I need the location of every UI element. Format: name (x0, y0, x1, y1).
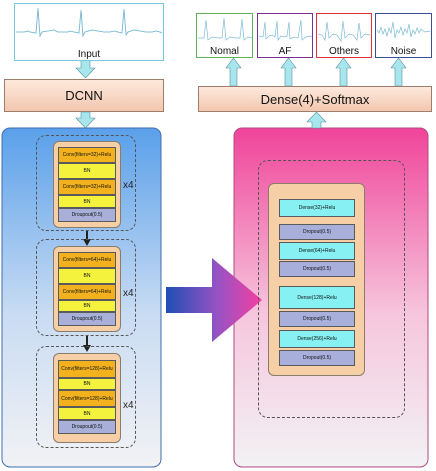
cnn-block-2-repeat: x4 (123, 288, 134, 299)
dense-dropout-2: Dropout(0.5) (279, 261, 355, 277)
cnn-block-2-group (36, 239, 136, 336)
cnn-block-1-bn1: BN (58, 163, 116, 179)
arrow-input-to-dcnn (75, 59, 96, 79)
dense-layer-256: Dense(256)+Relu (279, 330, 355, 348)
cnn-block-1-group (36, 135, 136, 231)
dcnn-banner: DCNN (4, 79, 164, 112)
cnn-block-1-conv1: Conv(filters=32)+Relu (58, 147, 116, 163)
dense-layer-128: Dense(128)+Relu (279, 286, 355, 309)
cnn-block-2-bn2: BN (58, 300, 116, 312)
cnn-block-3-group (36, 346, 136, 448)
cnn-block-2-conv2: Conv(filters=64)+Relu (58, 284, 116, 300)
arrow-to-nomal (225, 57, 242, 87)
output-label-others: Others (316, 46, 372, 58)
cnn-block-1-bn2: BN (58, 195, 116, 208)
cnn-block-1-dropout: Droupout(0.5) (58, 208, 116, 222)
output-label-noise: Noise (375, 46, 432, 58)
cnn-block-2-conv1: Conv(filters=64)+Relu (58, 252, 116, 268)
dense-softmax-banner: Dense(4)+Softmax (198, 86, 432, 112)
arrow-to-others (335, 57, 352, 87)
dense-dropout-3: Dropout(0.5) (279, 311, 355, 327)
cnn-block-1-conv2: Conv(filters=32)+Relu (58, 179, 116, 195)
output-label-af: AF (257, 46, 313, 58)
cnn-block-2-dropout: Droupout(0.5) (58, 312, 116, 326)
cnn-block-1-repeat: x4 (123, 180, 134, 191)
dense-dropout-4: Dropout(0.5) (279, 350, 355, 366)
cnn-block-3-bn1: BN (58, 378, 116, 390)
output-label-nomal: Nomal (196, 46, 253, 58)
cnn-block-3-dropout: Droupout(0.5) (58, 420, 116, 434)
cnn-block-3-bn2: BN (58, 407, 116, 420)
arrowhead-block1-to-block2 (83, 239, 91, 246)
dense-layer-64: Dense(64)+Relu (279, 242, 355, 260)
arrow-to-af (280, 57, 297, 87)
cnn-block-3-repeat: x4 (123, 400, 134, 411)
dense-layer-32: Dense(32)+Relu (279, 199, 355, 217)
arrow-to-noise (390, 57, 407, 87)
transition-arrow (166, 258, 262, 342)
cnn-block-3-conv1: Conv(filters=128)+Relu (58, 360, 116, 378)
cnn-block-3-conv2: Conv(filters=128)+Relu (58, 390, 116, 407)
arrow-dcnn-to-panel (75, 111, 96, 129)
dense-stack-group (258, 160, 405, 418)
dense-dropout-1: Dropout(0.5) (279, 224, 355, 240)
arrow-panel-to-dense-head (306, 111, 327, 129)
output-signals-overlay (16, 7, 431, 43)
cnn-block-2-bn1: BN (58, 268, 116, 284)
